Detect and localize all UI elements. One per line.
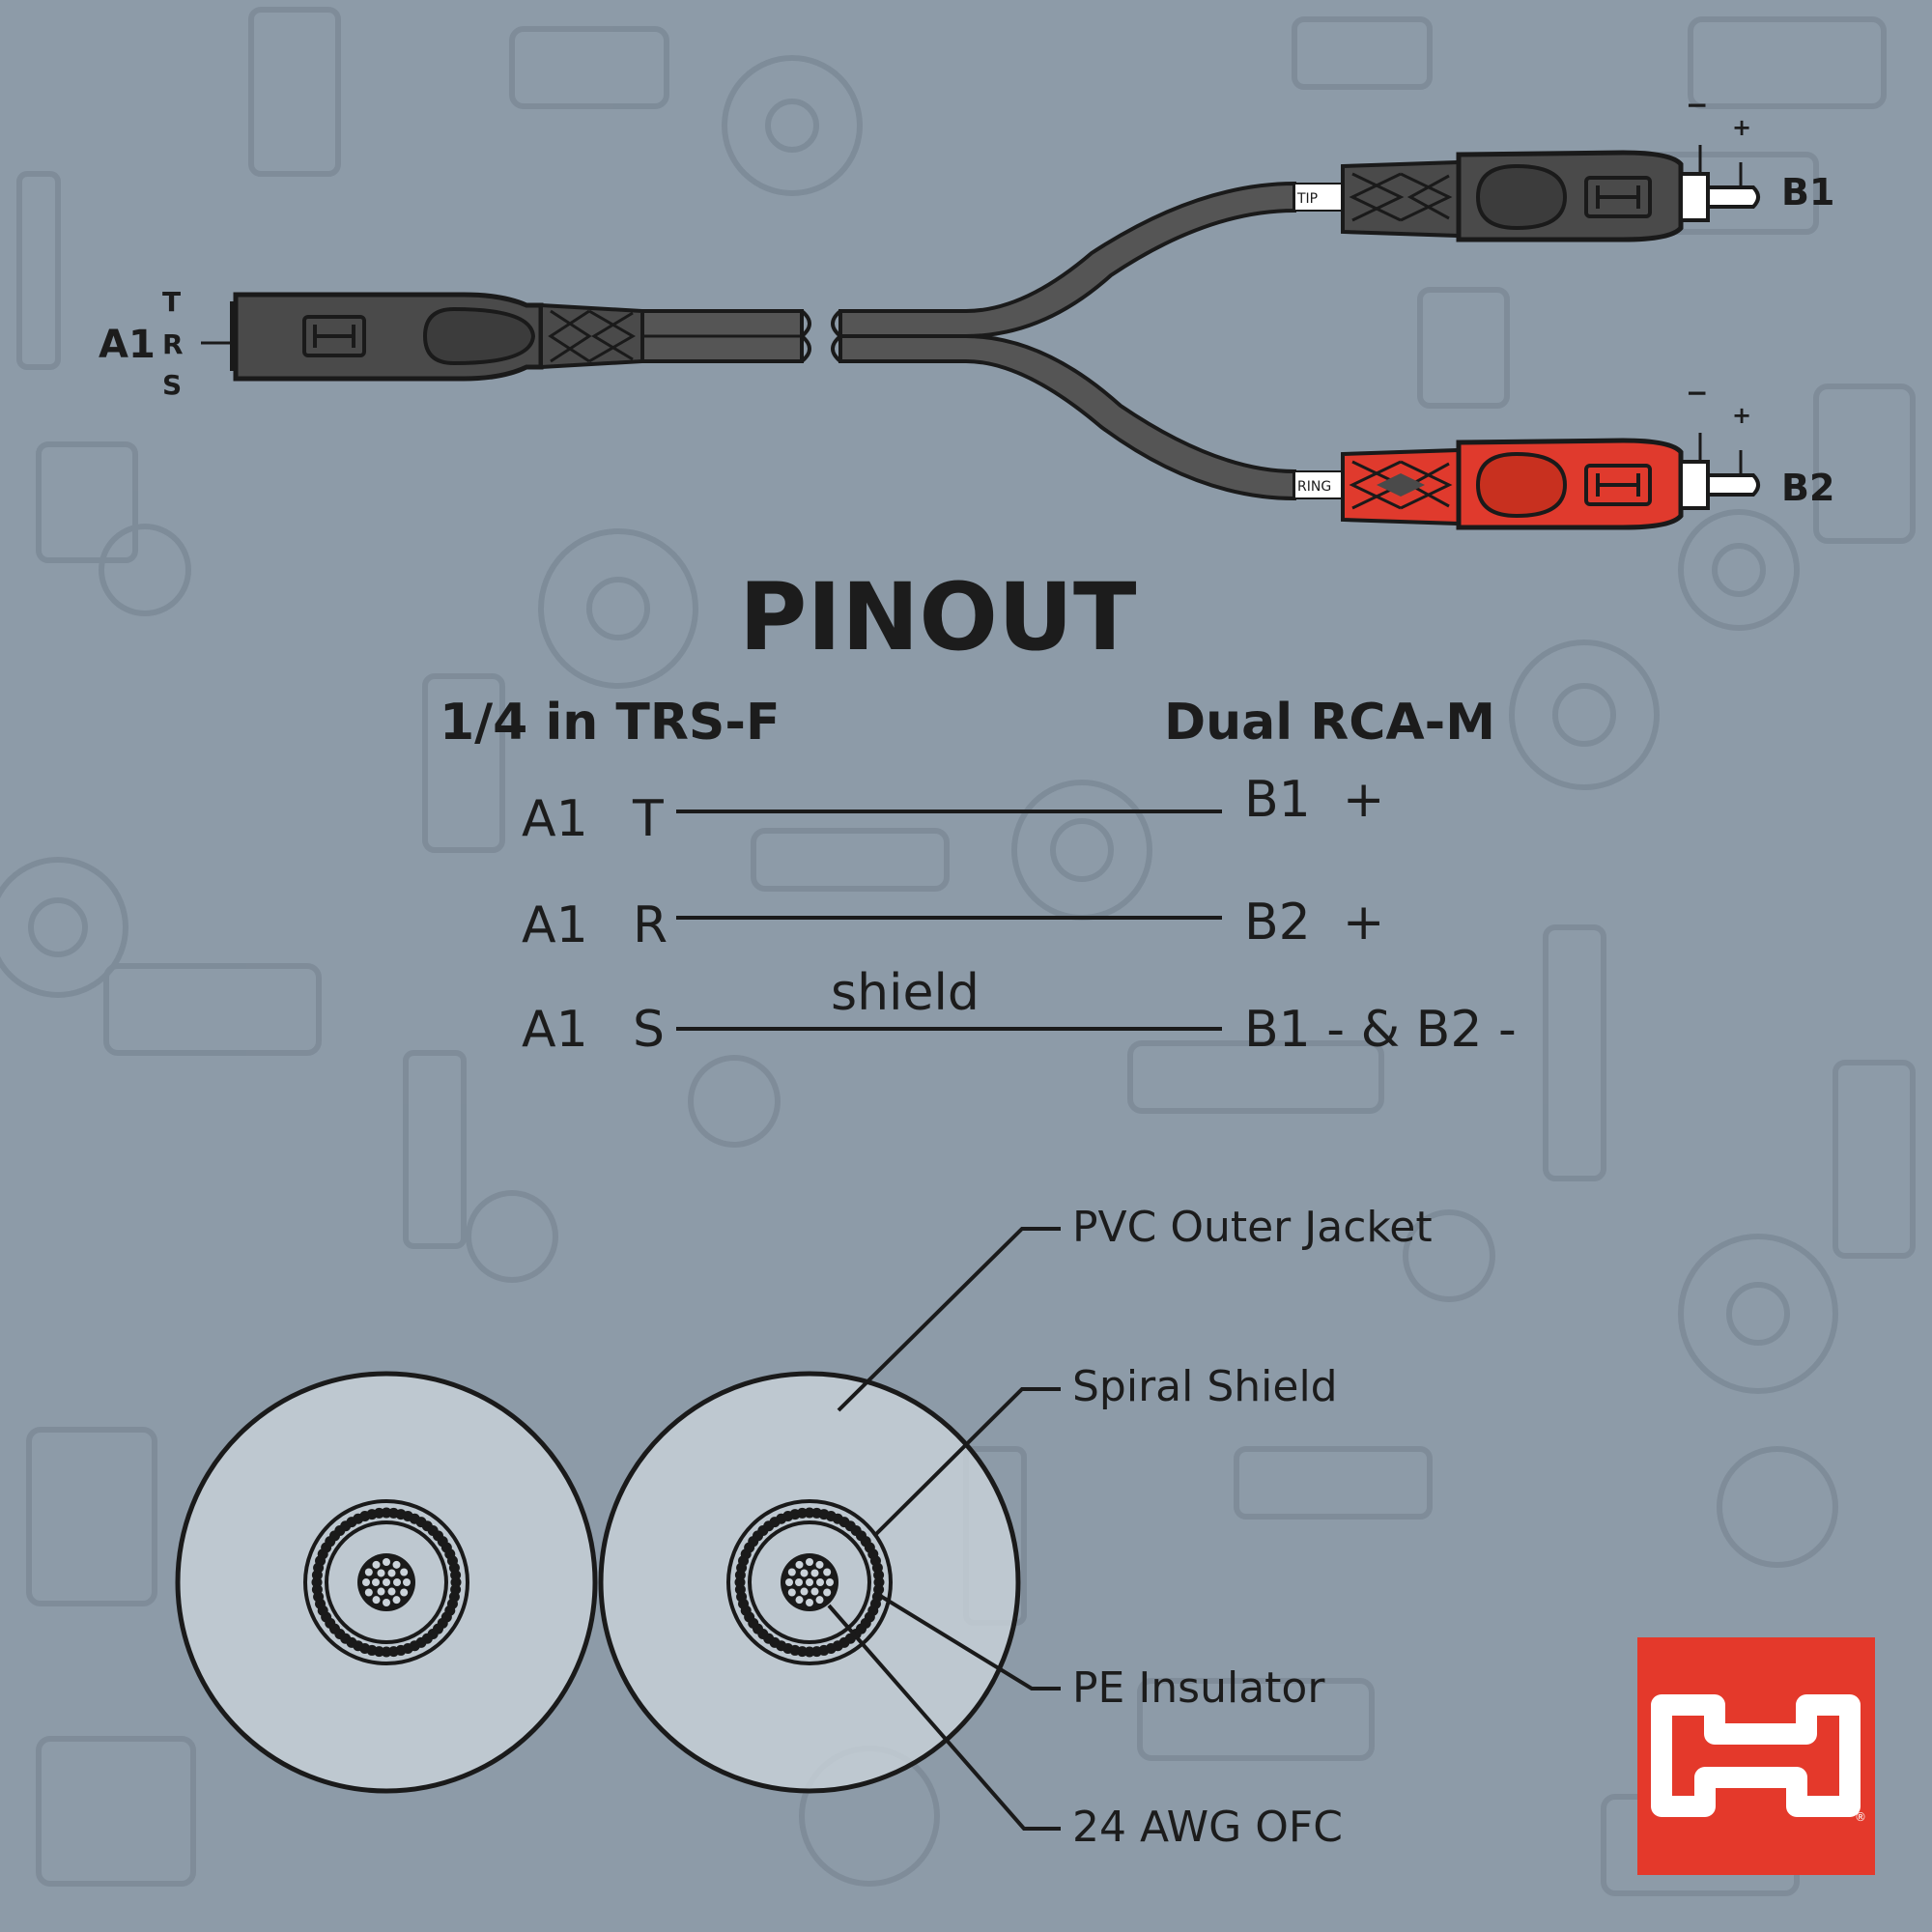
- label-pvc-outer-jacket: PVC Outer Jacket: [1072, 1203, 1433, 1252]
- left-header: 1/4 in TRS-F: [440, 694, 780, 752]
- row-from-pin: S: [633, 1001, 665, 1059]
- row-from-pin: R: [633, 896, 668, 954]
- rca-connector-b2: [1293, 433, 1760, 530]
- conductor-right: [781, 1553, 838, 1611]
- conductor-left: [357, 1553, 415, 1611]
- row-to: B1 +: [1244, 771, 1384, 829]
- shield-dots-left: [303, 1499, 469, 1665]
- b2-tag: RING: [1297, 479, 1331, 495]
- label-pe-insulator: PE Insulator: [1072, 1663, 1325, 1713]
- row-note: shield: [831, 964, 980, 1022]
- right-header: Dual RCA-M: [1164, 694, 1495, 752]
- input-label: A1: [99, 323, 156, 367]
- pinout-row: A1 T B1 +: [522, 771, 1384, 848]
- row-to: B2 +: [1244, 894, 1384, 952]
- logo-registered: ®: [1855, 1810, 1866, 1824]
- input-pin-t: T: [162, 286, 181, 318]
- leader-lines: [827, 1227, 1061, 1831]
- input-pin-s: S: [162, 369, 182, 401]
- row-from-pin: T: [632, 790, 664, 848]
- pinout-row: A1 S shield B1 - & B2 -: [522, 964, 1517, 1059]
- row-from-port: A1: [522, 896, 588, 954]
- b2-label: B2: [1781, 467, 1834, 509]
- background-pattern: [0, 7, 1916, 1896]
- b1-plus: +: [1732, 114, 1751, 141]
- row-from-port: A1: [522, 790, 588, 848]
- b1-tag: TIP: [1296, 191, 1318, 207]
- row-from-port: A1: [522, 1001, 588, 1059]
- rca-connector-b1: [1293, 145, 1760, 242]
- y-cable: A1 T R S TIP − + B1: [99, 89, 1834, 530]
- pinout-table: PINOUT 1/4 in TRS-F Dual RCA-M A1 T B1 +…: [440, 563, 1517, 1059]
- shield-dots-right: [726, 1499, 893, 1665]
- trs-female-connector: [230, 292, 644, 382]
- label-spiral-shield: Spiral Shield: [1072, 1362, 1338, 1411]
- input-pin-r: R: [162, 328, 184, 360]
- hosa-h-logo: ®: [1637, 1637, 1875, 1875]
- b1-minus: −: [1686, 89, 1708, 121]
- b1-label: B1: [1781, 171, 1834, 213]
- cable-cross-section: PVC Outer Jacket Spiral Shield PE Insula…: [175, 1203, 1433, 1852]
- pinout-title: PINOUT: [739, 563, 1136, 671]
- pinout-row: A1 R B2 +: [522, 894, 1384, 954]
- row-to: B1 - & B2 -: [1244, 1001, 1517, 1059]
- hosa-h-logo-small: [302, 315, 366, 357]
- label-24-awg-ofc: 24 AWG OFC: [1072, 1803, 1343, 1852]
- b2-minus: −: [1686, 377, 1708, 409]
- b2-plus: +: [1732, 402, 1751, 429]
